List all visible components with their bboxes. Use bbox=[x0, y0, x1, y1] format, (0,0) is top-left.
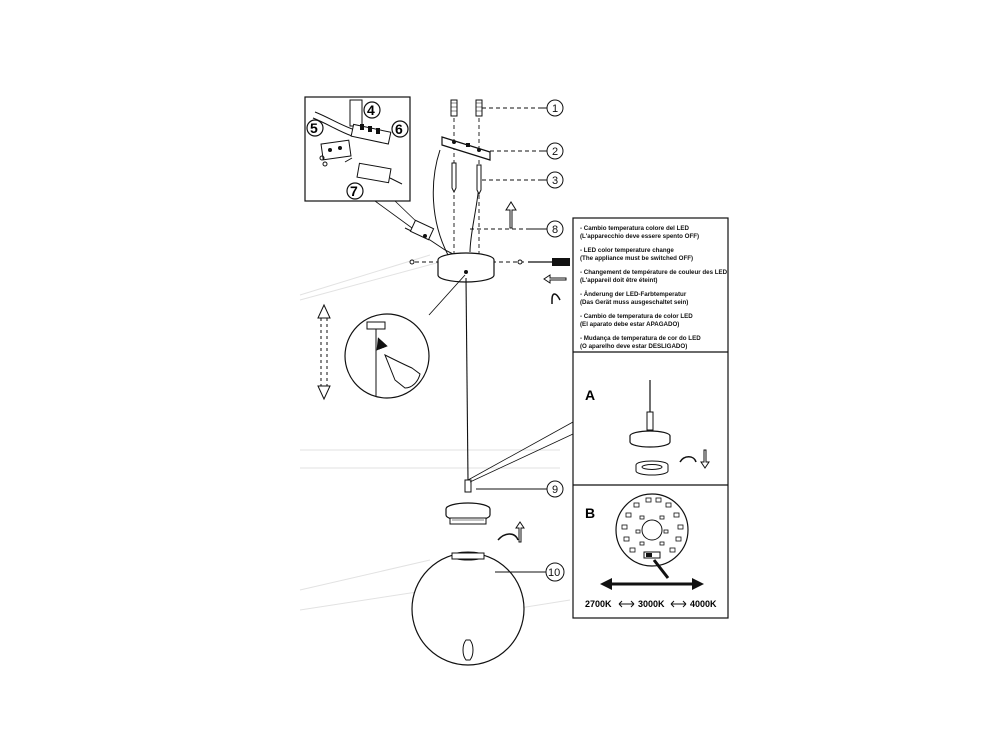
screwdriver-icon bbox=[528, 258, 570, 266]
mounting-bracket bbox=[441, 136, 491, 161]
step-circle-3 bbox=[546, 171, 564, 189]
led-note-sub: (L'apparecchio deve essere spento OFF) bbox=[580, 233, 699, 240]
background-guides bbox=[299, 254, 571, 613]
down-arrow-icon bbox=[700, 449, 710, 469]
led-note-sub: (O aparelho deve estar DESLIGADO) bbox=[580, 343, 687, 350]
step-label-2: 2 bbox=[552, 146, 558, 158]
rotate-arrow-icon bbox=[551, 293, 561, 304]
led-note-title: - Cambio temperatura colore del LED bbox=[580, 225, 690, 232]
led-notes: - Cambio temperatura colore del LED (L'a… bbox=[580, 225, 728, 350]
up-arrow-icon bbox=[505, 201, 517, 229]
step-label-4: 4 bbox=[367, 102, 375, 118]
left-arrow-icon bbox=[543, 274, 567, 284]
step-label-9: 9 bbox=[552, 484, 558, 496]
step-circle-7 bbox=[346, 182, 364, 200]
panel-a-label: A bbox=[585, 387, 595, 403]
panel-b-label: B bbox=[585, 505, 595, 521]
led-note-sub: (The appliance must be switched OFF) bbox=[580, 255, 693, 262]
glass-globe bbox=[411, 551, 525, 666]
small-screw-icon bbox=[517, 259, 523, 265]
height-adjust-arrow bbox=[317, 303, 331, 401]
led-note-title: - Cambio de temperatura de color LED bbox=[580, 313, 693, 320]
led-board-illustration bbox=[600, 493, 704, 590]
color-temp-2700: 2700K bbox=[585, 599, 612, 609]
color-temp-4000: 4000K bbox=[690, 599, 717, 609]
led-note-title: - LED color temperature change bbox=[580, 247, 674, 254]
step-circle-8 bbox=[546, 220, 564, 238]
panel-a-illustration bbox=[629, 380, 710, 476]
led-note-sub: (Das Gerät muss ausgeschaltet sein) bbox=[580, 299, 688, 306]
cable-adjust-detail bbox=[344, 274, 466, 399]
step-circle-10 bbox=[545, 562, 565, 582]
wall-plugs bbox=[450, 99, 483, 117]
step-circle-6 bbox=[391, 120, 409, 138]
small-screw-icon bbox=[409, 259, 415, 265]
suspension-cable bbox=[465, 277, 469, 481]
step-circle-9 bbox=[546, 480, 564, 498]
step-label-8: 8 bbox=[552, 224, 558, 236]
step-label-5: 5 bbox=[310, 120, 318, 136]
step-circle-2 bbox=[546, 142, 564, 160]
step-circle-4 bbox=[363, 101, 381, 119]
led-note-title: - Mudança de temperatura de cor do LED bbox=[580, 335, 701, 342]
step-label-6: 6 bbox=[395, 121, 403, 137]
step-label-1: 1 bbox=[552, 103, 558, 115]
led-note-sub: (El aparato debe estar APAGADO) bbox=[580, 321, 679, 328]
ceiling-canopy bbox=[437, 252, 495, 283]
step-circle-5 bbox=[306, 119, 324, 137]
step-label-3: 3 bbox=[552, 175, 558, 187]
lamp-holder bbox=[445, 479, 491, 525]
color-temp-scale: 2700K 3000K 4000K bbox=[585, 599, 717, 609]
mounting-screws bbox=[451, 162, 482, 196]
rotate-arrow-icon bbox=[679, 456, 697, 463]
led-note-title: - Änderung der LED-Farbtemperatur bbox=[580, 291, 687, 298]
led-note-sub: (L'appareil doit être éteint) bbox=[580, 277, 657, 284]
up-arrow-icon bbox=[515, 521, 525, 543]
step-circle-1 bbox=[546, 99, 564, 117]
color-temp-3000: 3000K bbox=[638, 599, 665, 609]
led-note-title: - Changement de température de couleur d… bbox=[580, 269, 728, 276]
driver-unit bbox=[404, 149, 481, 256]
step-label-10: 10 bbox=[548, 567, 560, 579]
step-label-7: 7 bbox=[350, 183, 358, 199]
rotate-arrow-icon bbox=[497, 533, 519, 541]
